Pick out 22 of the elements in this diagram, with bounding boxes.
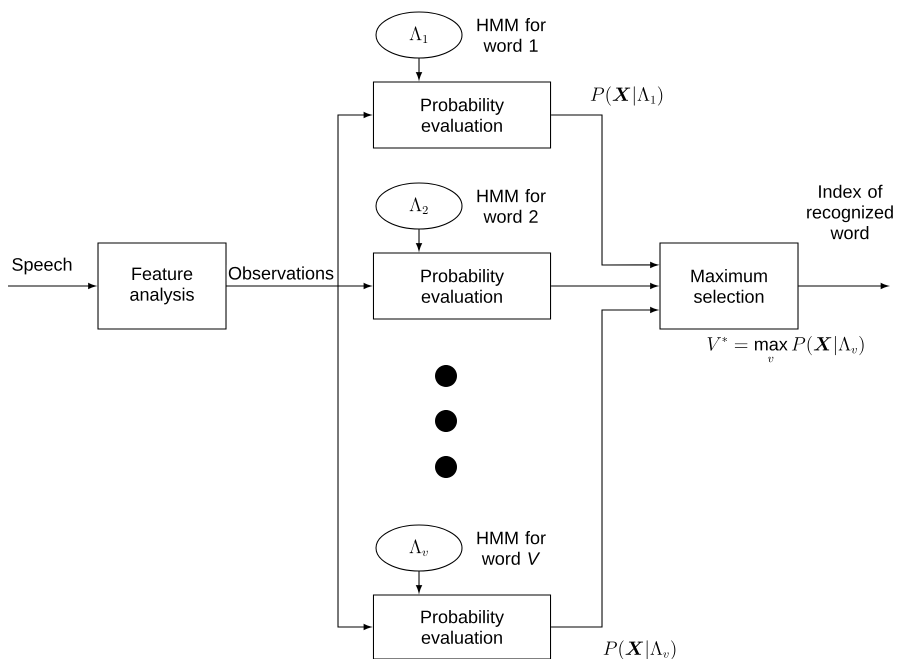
- arrow: [551, 114, 658, 268]
- arrow: [551, 283, 658, 289]
- process-box: Probability evaluation: [372, 81, 552, 149]
- arrow: [416, 572, 422, 593]
- arrow: [8, 283, 96, 289]
- edge-label: Index of recognized word: [798, 183, 902, 241]
- process-box: Probability evaluation: [372, 594, 552, 659]
- formula-text: $V^{*} = \max_{v} P(\boldsymbol{X}|\Lambda_{v})$: [708, 336, 864, 362]
- arrow: [551, 307, 658, 628]
- process-box: Feature analysis: [97, 242, 227, 330]
- arrow: [798, 283, 888, 289]
- arrow: [226, 285, 372, 630]
- process-box: Maximum selection: [659, 242, 799, 330]
- edge-label: Observations: [226, 265, 336, 281]
- edge-label: Speech: [10, 256, 74, 276]
- arrow: [416, 230, 422, 251]
- caption-text: HMM for word 1: [478, 18, 546, 52]
- caption-text: HMM for word V: [478, 531, 546, 565]
- process-box: Probability evaluation: [372, 252, 552, 320]
- arrow: [416, 58, 422, 80]
- edge-label: $P(\boldsymbol{X}|\Lambda_1)$: [588, 85, 666, 107]
- caption-text: HMM for word 2: [478, 189, 546, 223]
